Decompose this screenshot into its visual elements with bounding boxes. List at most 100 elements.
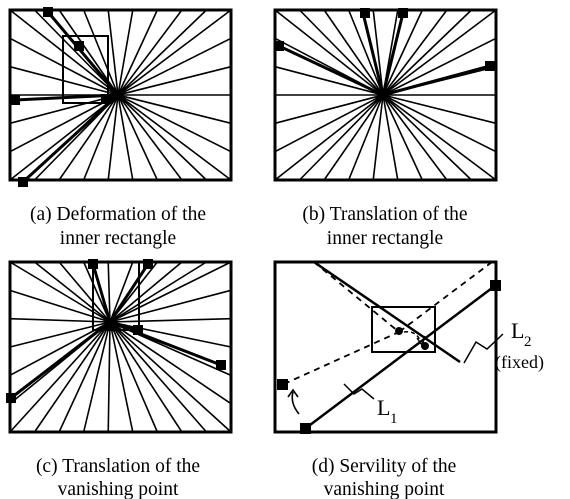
panel-a-ray [117,37,232,96]
panel-b-ray [274,65,384,96]
panel-c-ray [109,321,208,433]
panel-a-ray [9,94,119,181]
panel-b-ray [347,94,384,181]
panel-c-ray [107,321,111,433]
panel-b-ray [382,9,472,96]
panel-b-ray [382,94,472,181]
panel-b-handle-right[interactable] [485,61,495,71]
panel-d-caption-line2: vanishing point [324,479,445,499]
panel-c-ray [9,289,111,323]
panel-d-handle-arrow [291,391,300,415]
panel-a-ray [9,94,119,125]
panel-a-inner-rectangle [62,35,109,104]
panel-d-vanishing-point-arrow-head [416,335,426,347]
panel-a-ray [117,9,159,96]
panel-d-handle-left[interactable] [277,379,288,390]
panel-c-ray [58,261,111,323]
panel-a-ray [117,94,232,153]
panel-b-ray [382,9,448,96]
panel-b-ray [372,94,384,181]
panel-a-ray [117,9,207,96]
panel-b-rays [274,9,497,181]
panel-d-vanishing-point-arrow [403,330,422,343]
panel-d-label-l2-subscript: 2 [524,334,532,350]
panel-a-caption-line2: inner rectangle [60,228,176,249]
panel-b-ray [382,94,497,181]
panel-a-handle-edge [21,93,120,184]
panel-d-label-l2: L [511,318,524,343]
panel-d: L 2 (fixed) L 1 (d) Servility of the van… [273,260,544,499]
panel-b-handle-edge [278,44,384,97]
panel-c-rays [9,261,232,433]
panel-b-handle-top-right[interactable] [398,8,408,18]
panel-b-ray [382,94,497,153]
panel-c-handle-inner[interactable] [133,325,143,335]
panel-c-handle-top-right[interactable] [143,259,153,269]
panel-c-handle-edge [108,263,150,323]
panel-c-handle-top-left[interactable] [88,259,98,269]
panel-c-ray [58,321,111,433]
panel-b-handle-left[interactable] [274,41,284,51]
panel-b-ray [274,94,384,181]
panel-b-ray [298,94,384,181]
panel-a-ray [107,94,119,181]
panel-c-ray [109,261,232,323]
panel-b-ray [274,9,384,96]
panel-c-handle-right[interactable] [216,360,226,370]
panel-d-handle-bottom[interactable] [300,423,311,434]
panel-c-ray [109,321,134,433]
panel-a-handle-bottom[interactable] [18,177,28,187]
panel-c-handle-left[interactable] [6,393,16,403]
panel-b-ray [382,94,399,181]
panel-a-ray [117,94,159,181]
panel-d-line-l2 [313,260,461,364]
panel-c-ray [34,261,111,323]
panel-d-frame [273,260,498,434]
panel-a: (a) Deformation of the inner rectangle [8,7,233,249]
panel-a-handle-inner-corner[interactable] [74,41,84,51]
panel-a-handle-top[interactable] [43,7,53,17]
panel-c-ray [109,289,232,323]
panel-b-ray [323,9,384,96]
panel-d-handle-arrow-head [287,388,299,398]
panel-b-ray [372,9,384,96]
panel-c-ray [33,321,111,433]
panel-c-ray [9,321,111,433]
panel-a-handle-edge [46,11,120,96]
panel-d-l2-leader [463,333,504,364]
panel-b-handle-edge [382,64,491,97]
panel-a-handle-left[interactable] [10,95,20,105]
panel-a-ray [117,65,232,96]
panel-b-ray [382,9,424,96]
panel-a-handle-edge [14,93,119,102]
panel-b-handle-edge [381,12,405,96]
panel-d-handle-top-right[interactable] [490,280,501,291]
panel-a-caption-line1: (a) Deformation of the [30,204,206,225]
panel-c-ray [107,261,111,323]
panel-d-dashed-edge-lower [283,331,400,385]
panel-c-ray [82,321,111,433]
panel-d-l1-leader [343,383,375,400]
panel-b-ray [274,94,384,153]
panel-c-caption-line1: (c) Translation of the [36,456,200,477]
panel-b-handle-edge [361,12,385,96]
panel-b-caption-line2: inner rectangle [327,228,443,249]
panel-b-ray [382,94,424,181]
panel-b-handle-top-left[interactable] [360,8,370,18]
panel-b-ray [347,9,384,96]
panel-b-ray [323,94,384,181]
panel-c-handle-edge [91,263,112,323]
panel-c-handles [6,259,226,403]
panel-a-ray [117,9,232,96]
panel-a-handle-inner-bottom[interactable] [101,94,111,104]
panel-a-ray [82,94,119,181]
panel-c-ray [9,317,111,323]
panel-d-label-l1-subscript: 1 [390,411,398,427]
panel-c-ray [109,321,232,433]
panel-b-ray [298,9,384,96]
panel-a-rays [9,9,232,184]
panel-c-frame [8,260,233,434]
panel-a-ray [107,9,119,96]
panel-c-ray [109,261,134,323]
